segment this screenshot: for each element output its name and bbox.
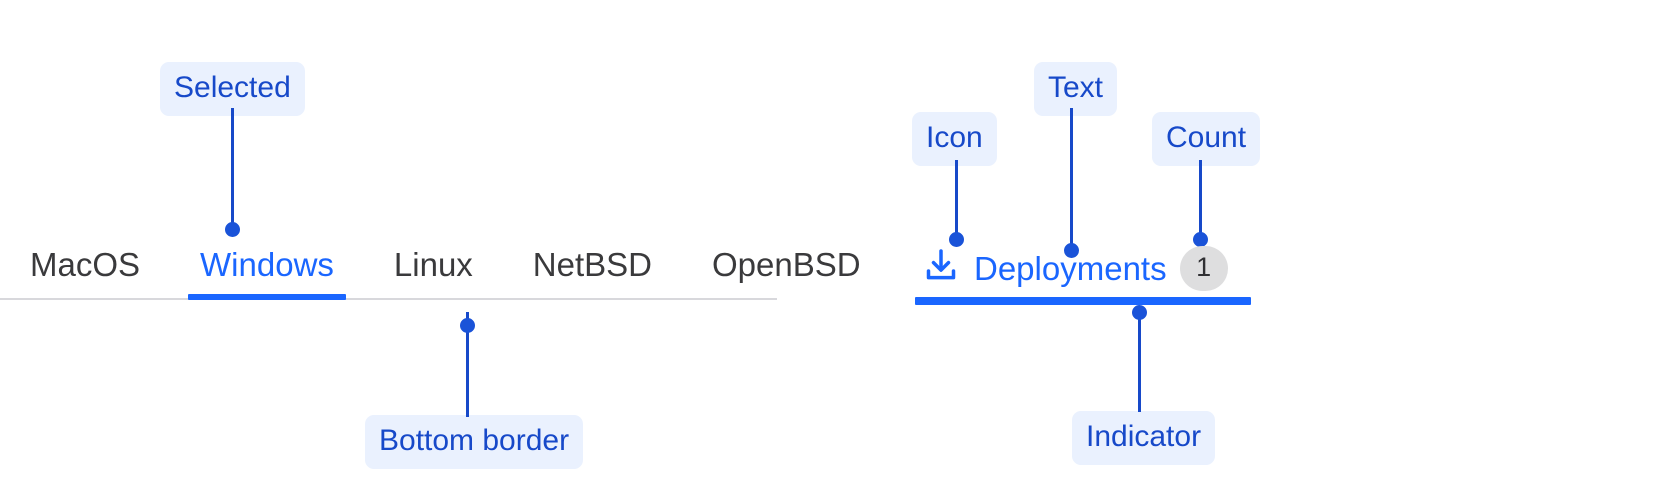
annotation-connector-text (1070, 108, 1073, 248)
tabbar-os: MacOS Windows Linux NetBSD OpenBSD (0, 243, 861, 300)
annotation-label-count: Count (1152, 112, 1261, 166)
tabs-row: MacOS Windows Linux NetBSD OpenBSD (0, 243, 891, 300)
tab-netbsd[interactable]: NetBSD (503, 243, 682, 298)
tab-linux[interactable]: Linux (364, 243, 503, 298)
annotation-label-bottom-border: Bottom border (365, 415, 584, 469)
tab-openbsd-label: OpenBSD (712, 246, 861, 283)
annotation-dot-bottom-border (460, 318, 475, 333)
tab-linux-label: Linux (393, 246, 473, 283)
download-icon (921, 246, 961, 291)
annotation-dot-icon (949, 232, 964, 247)
annotation-connector-indicator (1138, 312, 1141, 412)
annotation-connector-selected (231, 108, 234, 228)
annotation-dot-count (1193, 232, 1208, 247)
annotation-connector-bottom-border (466, 312, 469, 417)
tab-windows[interactable]: Windows (170, 243, 364, 300)
tab-netbsd-label: NetBSD (532, 246, 653, 283)
annotation-connector-count (1199, 160, 1202, 238)
tab-windows-label: Windows (200, 246, 334, 283)
annotation-connector-icon (955, 160, 958, 238)
tab-deployments-indicator (915, 297, 1251, 305)
annotation-label-indicator: Indicator (1072, 411, 1216, 465)
annotation-label-text: Text (1034, 62, 1118, 116)
annotation-dot-selected (225, 222, 240, 237)
tab-windows-indicator (188, 294, 346, 300)
tab-deployments-count-badge: 1 (1179, 245, 1228, 291)
annotation-dot-text (1064, 243, 1079, 258)
annotation-label-selected: Selected (160, 62, 305, 116)
tab-deployments-content: Deployments 1 (915, 243, 1234, 293)
annotation-label-icon: Icon (912, 112, 997, 166)
annotation-dot-indicator (1132, 305, 1147, 320)
tab-deployments[interactable]: Deployments 1 (915, 243, 1251, 305)
tab-openbsd[interactable]: OpenBSD (682, 243, 891, 298)
tab-macos-label: MacOS (30, 246, 141, 283)
tab-deployments-label: Deployments (974, 249, 1167, 287)
tab-macos[interactable]: MacOS (0, 243, 170, 298)
